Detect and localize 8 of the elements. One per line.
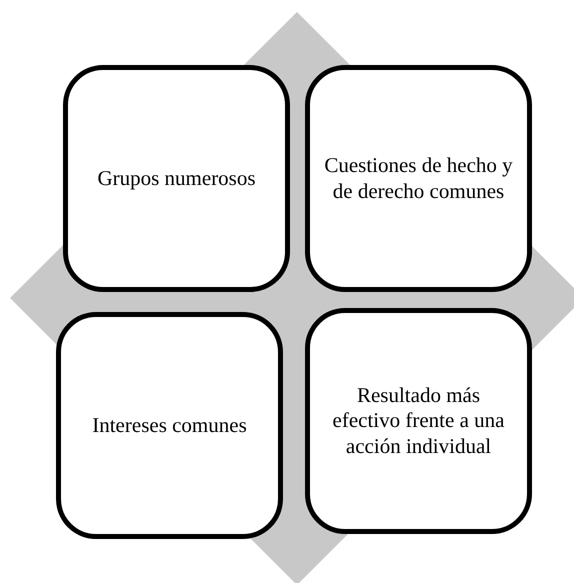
rounded-box (63, 65, 290, 292)
rounded-box (56, 312, 283, 539)
box-label: Intereses comunes (92, 412, 247, 438)
box-label: Resultado más efectivo frente a una acción individual (332, 383, 506, 459)
box-label: Cuestiones de hecho y de derecho comunes (323, 153, 514, 204)
rounded-box (305, 65, 532, 292)
box-label: Grupos numerosos (97, 166, 256, 192)
rounded-box (305, 308, 532, 534)
